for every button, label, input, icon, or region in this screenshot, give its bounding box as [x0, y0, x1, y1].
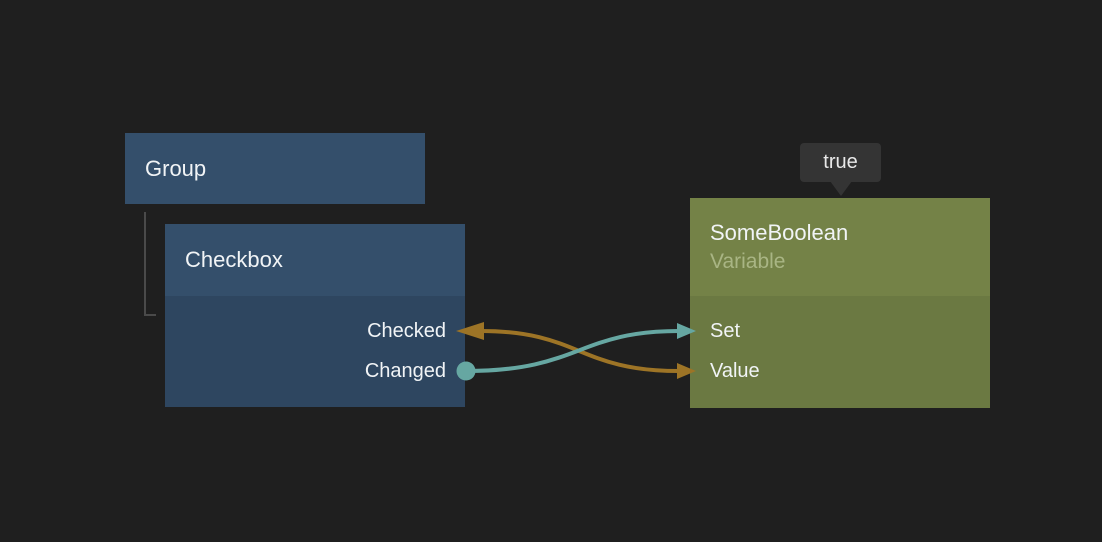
port-label-value: Value: [710, 360, 760, 382]
someboolean-node-title: SomeBoolean: [710, 220, 849, 245]
someboolean-node-body: [690, 296, 990, 408]
node-checkbox[interactable]: Checkbox Checked Changed: [165, 224, 465, 407]
group-node-title: Group: [145, 155, 207, 181]
someboolean-node-subtitle: Variable: [710, 250, 786, 273]
someboolean-node-header[interactable]: SomeBoolean Variable: [690, 198, 990, 296]
hierarchy-connector-line: [144, 212, 156, 316]
wire-changed-to-set[interactable]: [465, 329, 680, 373]
checkbox-node-header[interactable]: Checkbox: [165, 224, 465, 296]
wire-checked-to-value[interactable]: [480, 329, 680, 373]
port-label-checked: Checked: [367, 320, 446, 342]
port-label-set: Set: [710, 320, 741, 342]
group-node-header[interactable]: Group: [125, 133, 425, 204]
checkbox-node-title: Checkbox: [185, 247, 283, 272]
value-tooltip-text: true: [823, 151, 858, 173]
value-tooltip: true: [800, 143, 881, 196]
node-someboolean-variable[interactable]: SomeBoolean Variable Set Value: [690, 198, 990, 408]
tooltip-tail: [830, 181, 852, 196]
checkbox-node-body: [165, 296, 465, 407]
node-group[interactable]: Group: [125, 133, 425, 204]
port-label-changed: Changed: [364, 360, 446, 382]
